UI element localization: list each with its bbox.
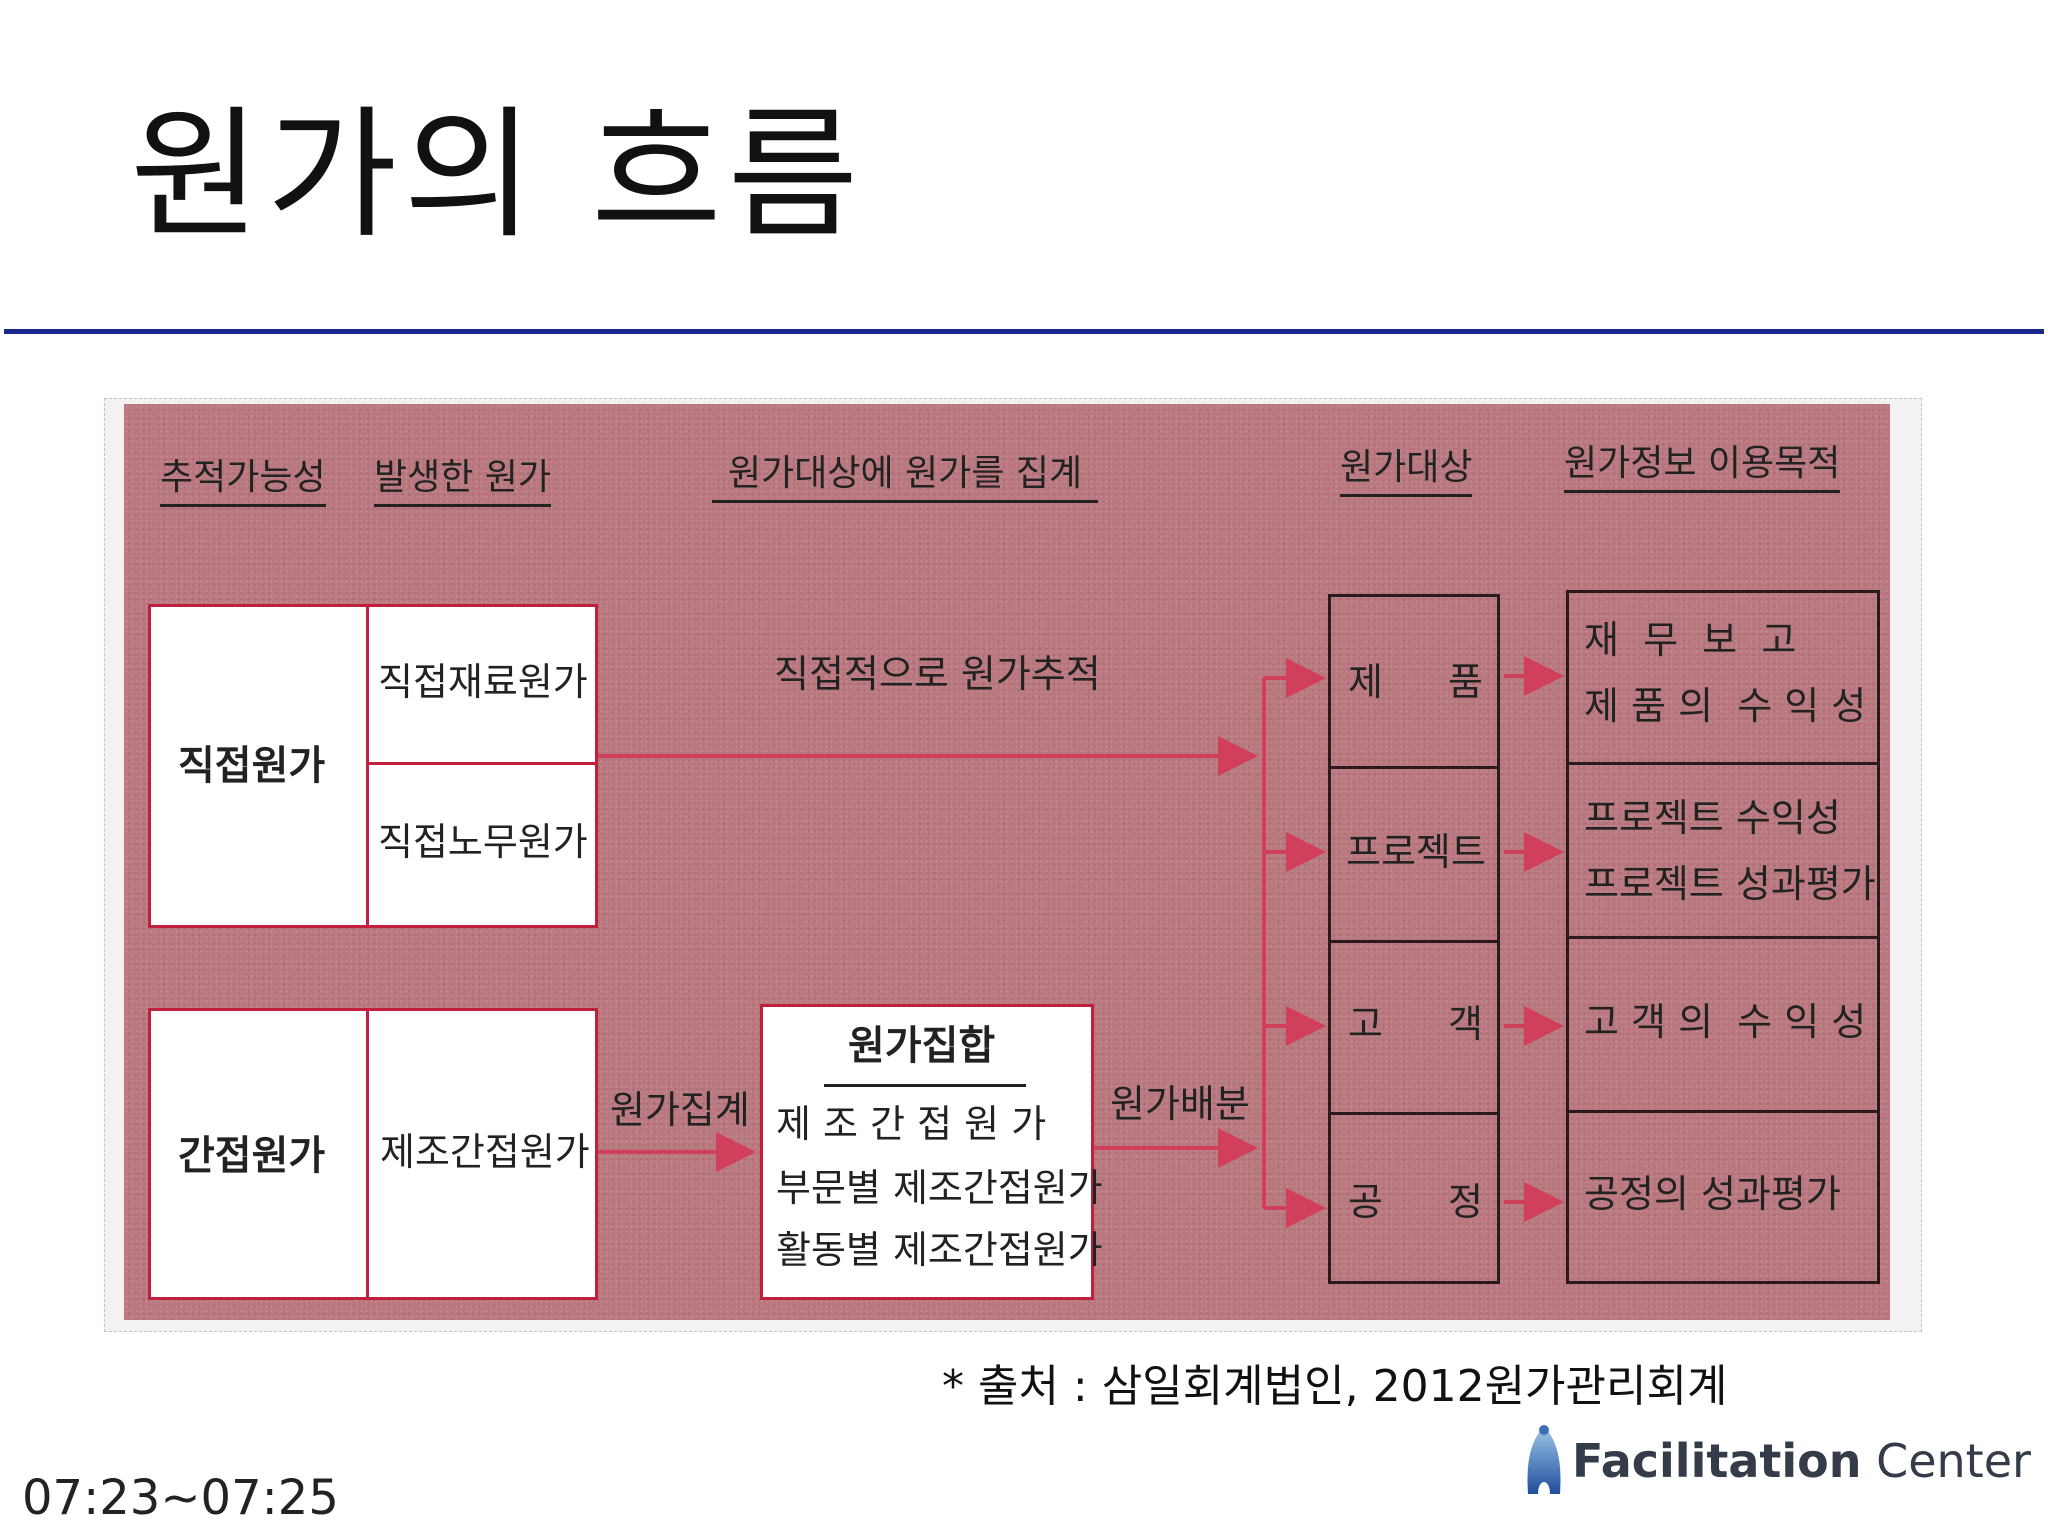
cost-object-product-a: 제: [1348, 660, 1383, 704]
cost-object-customer-a: 고: [1348, 1002, 1383, 1046]
logo-wordmark-bold: Facilitation: [1572, 1434, 1862, 1488]
cost-object-process-b: 정: [1448, 1180, 1483, 1224]
purpose-product-profitability: 제 품 의 수 익 성: [1584, 684, 1867, 728]
cost-object-divider-3: [1328, 1112, 1500, 1115]
header-purpose: 원가정보 이용목적: [1564, 444, 1841, 493]
cost-pool-line2: 부문별 제조간접원가: [776, 1166, 1103, 1210]
overhead-box: [366, 1008, 598, 1300]
cost-object-divider-2: [1328, 940, 1500, 943]
flow-arrows: [598, 656, 1564, 1228]
indirect-cost-label: 간접원가: [178, 1133, 326, 1179]
direct-trace-label: 직접적으로 원가추적: [774, 652, 1101, 696]
logo-wordmark: Facilitation Center: [1572, 1434, 2031, 1488]
cost-object-divider-1: [1328, 766, 1500, 769]
purpose-customer-profitability: 고 객 의 수 익 성: [1584, 1000, 1867, 1044]
cost-pool-line1: 제 조 간 접 원 가: [776, 1102, 1047, 1146]
purpose-divider-2: [1566, 936, 1880, 939]
cost-pool-title: 원가집합: [848, 1023, 996, 1069]
direct-material-box: [366, 604, 598, 766]
slide-title: 원가의 흐름: [130, 93, 865, 258]
header-traceability: 추적가능성: [160, 458, 326, 507]
direct-labor-box: [366, 762, 598, 928]
source-citation: * 출처 : 삼일회계법인, 2012원가관리회계: [942, 1361, 1728, 1412]
purpose-divider-1: [1566, 762, 1880, 765]
cost-allocate-label: 원가배분: [1110, 1082, 1250, 1126]
cost-pool-box: [760, 1004, 1094, 1300]
purpose-financial-reporting: 재 무 보 고: [1584, 618, 1797, 662]
logo-icon: [1527, 1425, 1561, 1494]
cost-flow-diagram: 추적가능성 발생한 원가 원가대상에 원가를 집계 원가대상 원가정보 이용목적…: [124, 404, 1890, 1320]
header-aggregation: 원가대상에 원가를 집계: [712, 454, 1099, 503]
purpose-project-profitability: 프로젝트 수익성: [1584, 796, 1841, 840]
facilitation-center-logo: Facilitation Center: [1516, 1420, 2031, 1500]
cost-pool-divider: [824, 1084, 1026, 1087]
direct-labor-label: 직접노무원가: [378, 820, 588, 864]
title-divider: [4, 329, 2044, 334]
direct-cost-label: 직접원가: [178, 743, 326, 789]
direct-material-label: 직접재료원가: [378, 660, 588, 704]
purpose-divider-3: [1566, 1110, 1880, 1113]
cost-object-customer-b: 객: [1448, 1002, 1483, 1046]
header-cost-object: 원가대상: [1340, 448, 1473, 497]
overhead-label: 제조간접원가: [380, 1130, 590, 1174]
cost-object-product-b: 품: [1448, 660, 1483, 704]
purpose-project-evaluation: 프로젝트 성과평가: [1584, 862, 1876, 906]
timestamp: 07:23~07:25: [22, 1470, 339, 1526]
purpose-process-evaluation: 공정의 성과평가: [1584, 1172, 1841, 1216]
cost-object-project: 프로젝트: [1346, 830, 1486, 874]
header-cost-incurred: 발생한 원가: [374, 458, 552, 507]
cost-object-process-a: 공: [1348, 1180, 1383, 1224]
cost-pool-line3: 활동별 제조간접원가: [776, 1228, 1103, 1272]
cost-collect-label: 원가집계: [610, 1088, 750, 1132]
logo-wordmark-regular: Center: [1861, 1434, 2031, 1488]
cost-object-column: [1328, 594, 1500, 1284]
